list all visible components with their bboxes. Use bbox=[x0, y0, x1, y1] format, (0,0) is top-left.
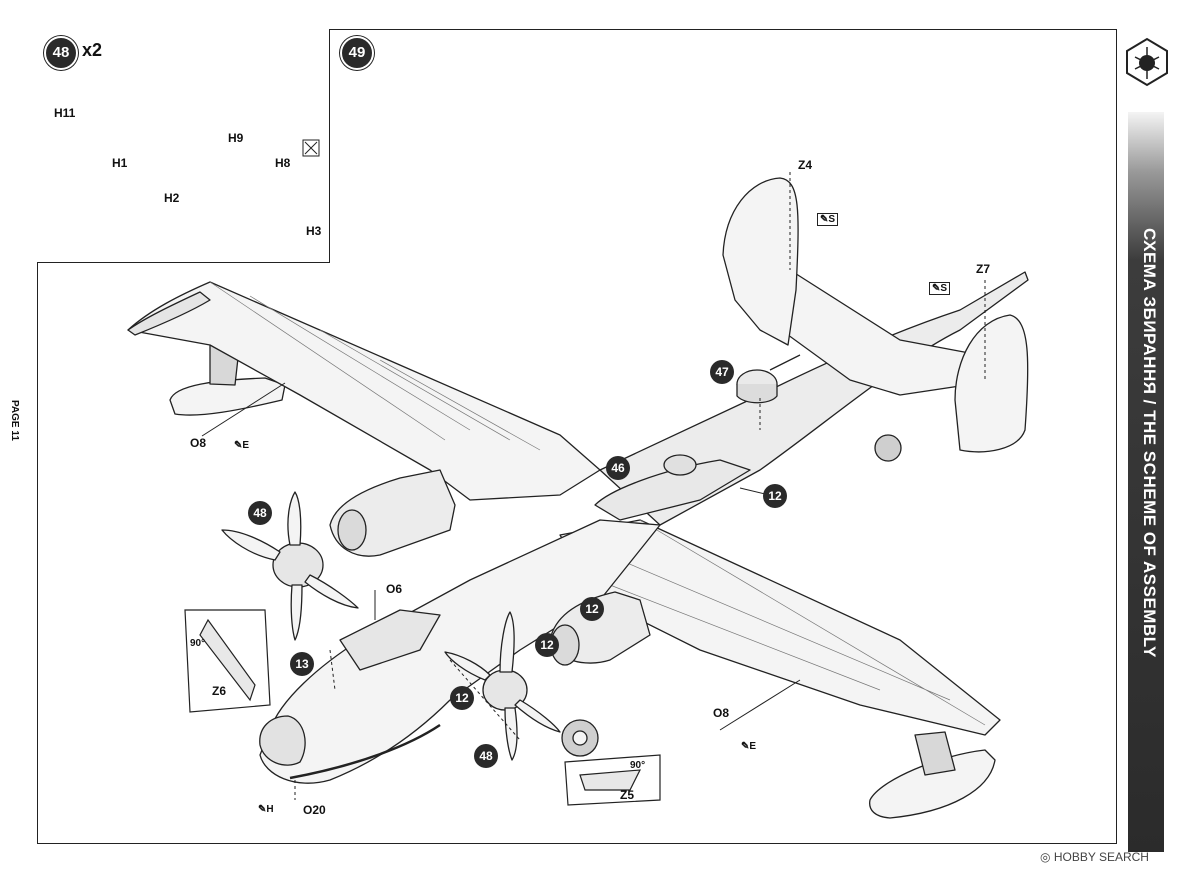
part-label-o8-left: O8 bbox=[190, 436, 207, 450]
left-prop-blade-3 bbox=[304, 574, 359, 609]
callout-step-12-rear: 12 bbox=[763, 484, 787, 508]
title-sidebar bbox=[1128, 112, 1164, 852]
part-label-h2: H2 bbox=[164, 191, 180, 205]
left-prop-blade-1 bbox=[287, 491, 302, 546]
watermark-text: ◎ HOBBY SEARCH bbox=[1040, 850, 1149, 864]
paint-mark-s-upper: ✎S bbox=[817, 213, 839, 226]
part-label-z4: Z4 bbox=[798, 158, 813, 172]
callout-step-12-front: 12 bbox=[450, 686, 474, 710]
part-label-z6: Z6 bbox=[212, 684, 227, 698]
step-multiplier: x2 bbox=[82, 40, 103, 60]
glue-mark-h: ✎H bbox=[258, 804, 274, 815]
part-label-h3: H3 bbox=[306, 224, 322, 238]
step-number-main: 49 bbox=[340, 36, 374, 70]
part-label-o20: O20 bbox=[303, 803, 326, 817]
part-label-o8-right: O8 bbox=[713, 706, 730, 720]
step-number-inset: 48 bbox=[44, 36, 78, 70]
brand-logo bbox=[1126, 37, 1168, 87]
left-prop-blade-2 bbox=[221, 529, 281, 561]
fuselage-nose bbox=[259, 519, 661, 784]
callout-step-47: 47 bbox=[710, 360, 734, 384]
left-prop-blade-4 bbox=[290, 584, 303, 641]
page-frame bbox=[37, 29, 1117, 844]
inset-step-panel bbox=[37, 29, 330, 263]
part-label-h9: H9 bbox=[228, 131, 244, 145]
paint-mark-s-lower: ✎S bbox=[929, 282, 951, 295]
angle-label-z6: 90° bbox=[190, 638, 206, 649]
glue-mark-e-left: ✎E bbox=[234, 440, 250, 451]
right-strut bbox=[914, 731, 956, 776]
page-number: PAGE 11 bbox=[9, 400, 20, 441]
part-label-h8: H8 bbox=[275, 156, 291, 170]
watermark-logo-icon: ◎ bbox=[1040, 850, 1054, 864]
callout-step-48-left: 48 bbox=[248, 501, 272, 525]
callout-step-13: 13 bbox=[290, 652, 314, 676]
callout-step-12-mid: 12 bbox=[580, 597, 604, 621]
part-label-o6: O6 bbox=[386, 582, 403, 596]
part-label-z5: Z5 bbox=[620, 788, 635, 802]
callout-step-48-right: 48 bbox=[474, 744, 498, 768]
side-title: СХЕМА ЗБИРАННЯ / THE SCHEME OF ASSEMBLY bbox=[1140, 228, 1159, 658]
glue-mark-e-right: ✎E bbox=[741, 741, 757, 752]
part-label-h11: H11 bbox=[54, 106, 76, 120]
angle-label-z5: 90° bbox=[630, 760, 646, 771]
part-label-h1: H1 bbox=[112, 156, 128, 170]
right-float bbox=[869, 749, 996, 819]
left-float bbox=[169, 377, 286, 416]
callout-step-12-gear: 12 bbox=[535, 633, 559, 657]
callout-step-46: 46 bbox=[606, 456, 630, 480]
tail-wheel bbox=[874, 434, 902, 462]
part-label-z7: Z7 bbox=[976, 262, 991, 276]
left-fin bbox=[722, 177, 799, 346]
right-fin bbox=[954, 314, 1029, 453]
